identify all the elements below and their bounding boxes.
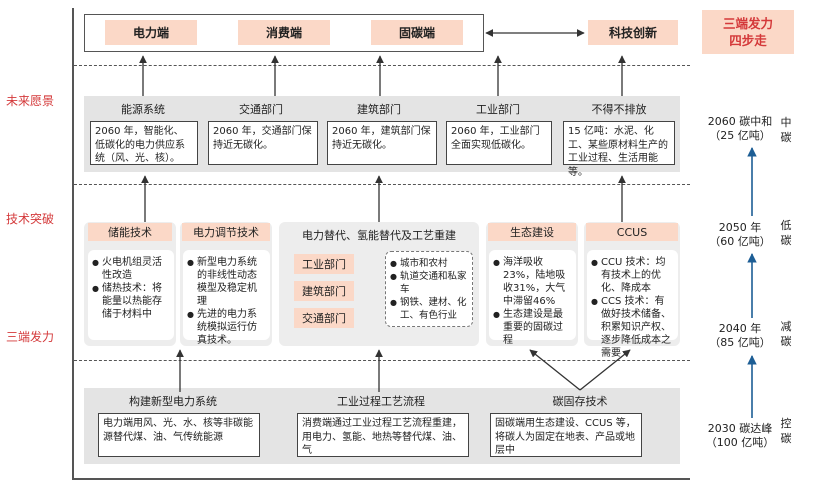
vision-header-industry: 工业部门 bbox=[476, 103, 520, 116]
vision-header-unavoidable: 不得不排放 bbox=[591, 103, 647, 116]
vision-text-energy: 2060 年，智能化、低碳化的电力供应系统（风、光、核）。 bbox=[90, 121, 198, 165]
phase-2030-char2: 碳 bbox=[780, 432, 792, 445]
tech-eco-body: 海洋吸收23%，陆地吸收31%，大气中滞留46% 生态建设是最重要的固碳过程 bbox=[489, 250, 576, 346]
tech-ccus-body: CCU 技术：均有技术上的优化、降成本 CCS 技术：有做好技术储备、积累知识产… bbox=[587, 250, 678, 359]
vision-text-building: 2060 年，建筑部门保持近无碳化。 bbox=[327, 121, 437, 165]
vision-text-industry: 2060 年，工业部门全面实现低碳化。 bbox=[446, 121, 552, 165]
tech-ccus-item-0: CCU 技术：均有技术上的优化、降成本 bbox=[591, 256, 674, 295]
phase-2050-char1: 低 bbox=[780, 219, 792, 232]
tech-header-storage: 储能技术 bbox=[88, 223, 172, 241]
sector-building: 建筑部门 bbox=[294, 281, 354, 301]
tech-regulation-item-0: 新型电力系统的非线性动态模型及稳定机理 bbox=[187, 256, 266, 308]
phase-2060-char2: 碳 bbox=[780, 131, 792, 144]
separator-middle bbox=[74, 184, 690, 185]
tech-regulation-body: 新型电力系统的非线性动态模型及稳定机理 先进的电力系统模拟运行仿真技术。 bbox=[183, 250, 270, 346]
tech-regulation-item-1: 先进的电力系统模拟运行仿真技术。 bbox=[187, 308, 266, 347]
foundation-header-sequestration: 碳固存技术 bbox=[552, 395, 608, 408]
tech-storage-item-1: 储热技术：将能量以热能存储于材料中 bbox=[92, 282, 170, 321]
tech-header-ccus: CCUS bbox=[586, 223, 678, 241]
phase-2060: 中 碳 bbox=[778, 115, 794, 145]
milestone-2050-line1: 2050 年 bbox=[718, 221, 762, 234]
tech-storage-body: 火电机组灵活性改造 储热技术：将能量以热能存储于材料中 bbox=[88, 250, 174, 340]
sector-transport: 交通部门 bbox=[294, 308, 354, 328]
tech-header-regulation: 电力调节技术 bbox=[182, 223, 270, 241]
foundation-header-power-system: 构建新型电力系统 bbox=[129, 395, 217, 408]
phase-2060-char1: 中 bbox=[780, 116, 792, 129]
label-three-ends: 三端发力 bbox=[6, 330, 55, 344]
tech-substitution-body: 城市和农村 轨道交通和私家车 钢铁、建材、化工、有色行业 bbox=[385, 251, 473, 327]
tech-substitution-item-2: 钢铁、建材、化工、有色行业 bbox=[390, 296, 468, 322]
foundation-header-process: 工业过程工艺流程 bbox=[337, 395, 425, 408]
phase-2030-char1: 控 bbox=[780, 417, 792, 430]
arrow-sequestration-eco bbox=[529, 349, 581, 391]
phase-2040-char1: 减 bbox=[780, 320, 792, 333]
end-consumption: 消费端 bbox=[238, 20, 330, 45]
title-line1: 三端发力 bbox=[722, 16, 773, 31]
milestone-2060-line2: （25 亿吨） bbox=[709, 129, 771, 142]
milestone-2030-line1: 2030 碳达峰 bbox=[707, 422, 773, 435]
end-power: 电力端 bbox=[105, 20, 197, 45]
milestone-2040-line2: （85 亿吨） bbox=[709, 336, 771, 349]
vision-text-transport: 2060 年，交通部门保持近无碳化。 bbox=[208, 121, 318, 165]
milestone-2050-line2: （60 亿吨） bbox=[709, 235, 771, 248]
vision-text-unavoidable: 15 亿吨：水泥、化工、某些原材料生产的工业过程、生活用能等。 bbox=[563, 121, 675, 178]
milestone-2040-line1: 2040 年 bbox=[718, 322, 762, 335]
milestone-2040: 2040 年 （85 亿吨） bbox=[698, 321, 782, 351]
arrow-sequestration-ccus bbox=[579, 349, 631, 391]
phase-2050-char2: 碳 bbox=[780, 234, 792, 247]
sector-industry: 工业部门 bbox=[294, 254, 354, 274]
tech-eco-item-1: 生态建设是最重要的固碳过程 bbox=[493, 308, 572, 347]
tech-innovation-box: 科技创新 bbox=[588, 20, 678, 45]
separator-top bbox=[74, 65, 690, 66]
label-future-vision: 未来愿景 bbox=[6, 94, 55, 108]
label-tech-breakthrough: 技术突破 bbox=[6, 212, 55, 226]
tech-ccus-item-1: CCS 技术：有做好技术储备、积累知识产权、逐步降低成本之需要 bbox=[591, 295, 674, 360]
tech-header-substitution: 电力替代、氢能替代及工艺重建 bbox=[302, 229, 456, 242]
title-line2: 四步走 bbox=[729, 33, 767, 48]
milestone-2060-line1: 2060 碳中和 bbox=[707, 115, 773, 128]
milestone-2050: 2050 年 （60 亿吨） bbox=[698, 220, 782, 250]
end-carbon-fixation: 固碳端 bbox=[371, 20, 463, 45]
milestone-2060: 2060 碳中和 （25 亿吨） bbox=[698, 114, 782, 144]
tech-eco-item-0: 海洋吸收23%，陆地吸收31%，大气中滞留46% bbox=[493, 256, 572, 308]
phase-2050: 低 碳 bbox=[778, 218, 794, 248]
phase-2040-char2: 碳 bbox=[780, 335, 792, 348]
foundation-text-power-system: 电力端用风、光、水、核等非碳能源替代煤、油、气传统能源 bbox=[98, 413, 260, 457]
phase-2030: 控 碳 bbox=[778, 416, 794, 446]
foundation-text-sequestration: 固碳端用生态建设、CCUS 等，将碳人为固定在地表、产品或地层中 bbox=[490, 413, 642, 457]
tech-substitution-item-1: 轨道交通和私家车 bbox=[390, 270, 468, 296]
vision-header-building: 建筑部门 bbox=[357, 103, 401, 116]
vertical-axis-line bbox=[72, 8, 74, 480]
tech-storage-item-0: 火电机组灵活性改造 bbox=[92, 256, 170, 282]
foundation-text-process: 消费端通过工业过程工艺流程重建，用电力、氢能、地热等替代煤、油、气 bbox=[297, 413, 469, 457]
tech-substitution-item-0: 城市和农村 bbox=[390, 257, 468, 270]
phase-2040: 减 碳 bbox=[778, 319, 794, 349]
title-box: 三端发力 四步走 bbox=[702, 10, 794, 54]
milestone-2030: 2030 碳达峰 （100 亿吨） bbox=[694, 421, 786, 451]
tech-header-eco: 生态建设 bbox=[488, 223, 576, 241]
vision-header-energy: 能源系统 bbox=[121, 103, 165, 116]
bottom-axis-line bbox=[72, 478, 690, 480]
milestone-2030-line2: （100 亿吨） bbox=[705, 436, 775, 449]
vision-header-transport: 交通部门 bbox=[239, 103, 283, 116]
separator-bottom bbox=[74, 360, 690, 361]
